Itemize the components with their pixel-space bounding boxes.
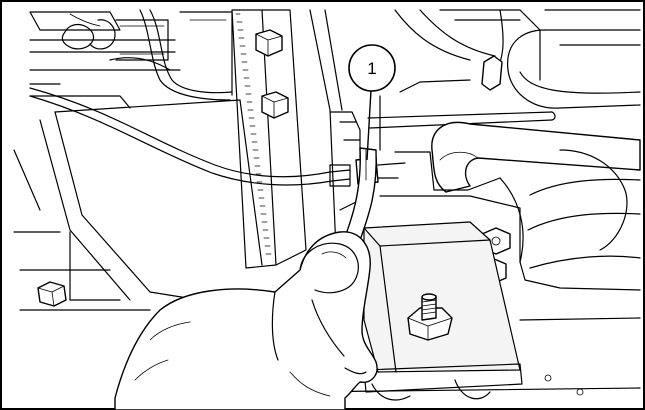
pulley-belt <box>231 9 307 269</box>
small-nut-left <box>37 281 67 307</box>
hand <box>114 231 378 410</box>
cable <box>29 87 351 187</box>
upper-right-frame <box>379 9 641 151</box>
bolt <box>407 293 453 341</box>
engine-upper-left <box>29 9 233 109</box>
callout-circle <box>348 44 396 92</box>
bracket <box>299 221 641 401</box>
callout-1: 1 <box>348 44 396 161</box>
bottom-right-bolts <box>544 374 584 396</box>
callout-number: 1 <box>367 59 376 78</box>
hose <box>431 121 641 193</box>
callout-leader <box>366 89 372 161</box>
center-bracket <box>309 9 361 251</box>
guard-nuts <box>255 29 289 119</box>
right-housing <box>379 149 641 291</box>
left-panel <box>13 99 263 311</box>
